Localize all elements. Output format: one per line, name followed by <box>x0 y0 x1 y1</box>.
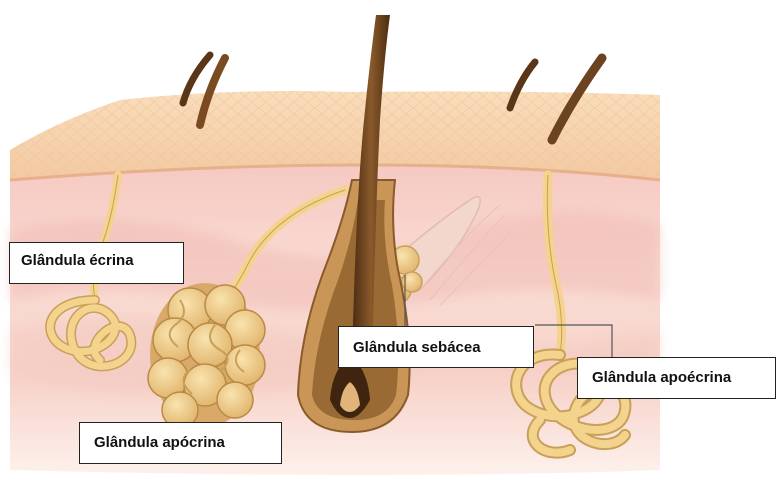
label-glandula-apoecrina: Glândula apoécrina <box>577 357 776 399</box>
label-glandula-apocrina: Glândula apócrina <box>79 422 282 464</box>
label-glandula-sebacea: Glândula sebácea <box>338 326 534 368</box>
label-glandula-ecrina: Glândula écrina <box>9 242 184 284</box>
